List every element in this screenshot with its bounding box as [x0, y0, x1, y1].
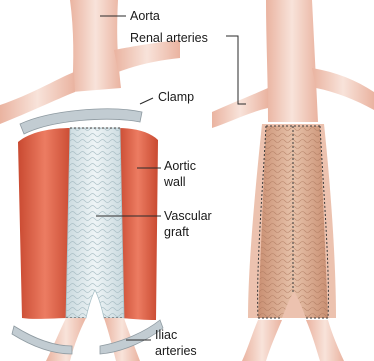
right-panel-completed-repair — [212, 0, 374, 361]
right-upper-aorta — [266, 0, 318, 122]
label-iliac-line1: Iliac — [155, 328, 177, 342]
label-clamp: Clamp — [158, 90, 194, 104]
iliac-artery-left — [46, 318, 86, 361]
label-renal-arteries: Renal arteries — [130, 31, 208, 45]
upper-aorta — [70, 0, 121, 92]
label-aortic-wall-line1: Aortic — [164, 159, 196, 173]
right-renal-artery-left — [212, 88, 268, 128]
label-aorta: Aorta — [130, 9, 160, 23]
label-iliac-line2: arteries — [155, 344, 197, 358]
label-vascular-graft-line1: Vascular — [164, 209, 212, 223]
vascular-graft-weave — [66, 128, 124, 318]
aortic-wall-left — [18, 128, 72, 319]
label-vascular-graft-line2: graft — [164, 225, 190, 239]
renal-arteries-leader — [226, 36, 246, 104]
right-iliac-artery-right — [306, 320, 344, 361]
aortic-wall-right — [118, 128, 158, 320]
right-iliac-artery-left — [242, 320, 282, 361]
label-aortic-wall-line2: wall — [163, 175, 186, 189]
left-panel-open-repair — [0, 0, 180, 361]
right-renal-artery-right — [312, 68, 374, 110]
